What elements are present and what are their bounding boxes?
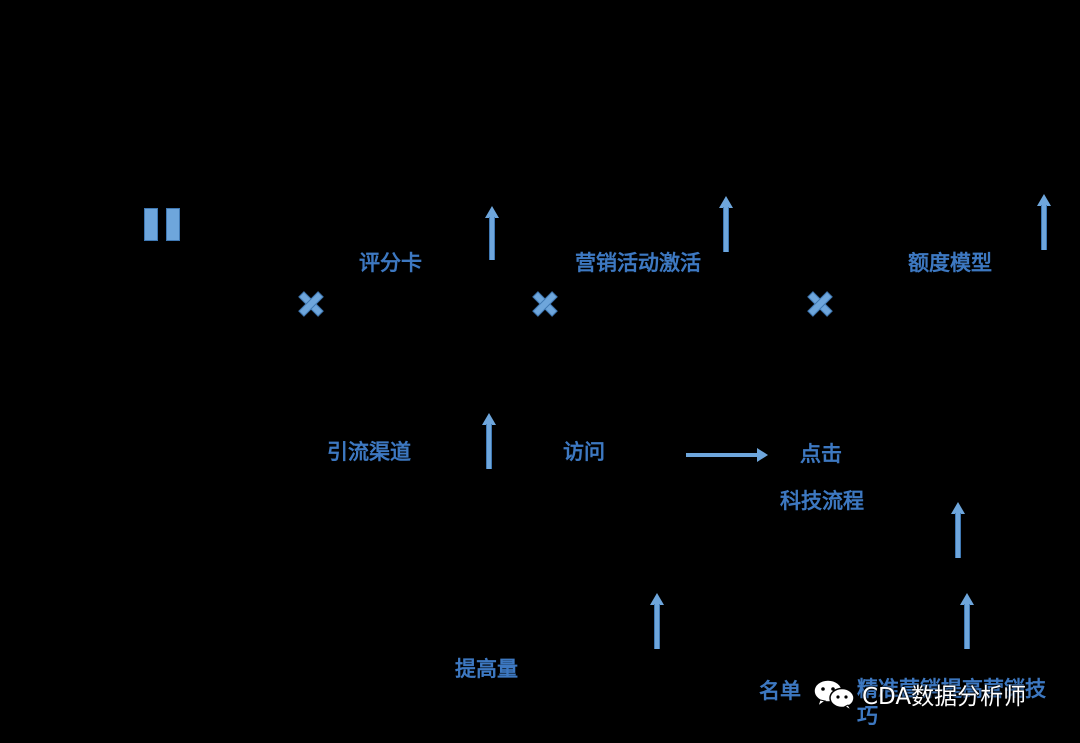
label-credit-model: 额度模型 bbox=[908, 251, 992, 275]
up-arrow-icon bbox=[951, 502, 965, 558]
equals-sign-icon bbox=[144, 208, 181, 241]
multiply-sign-icon bbox=[804, 288, 836, 320]
label-traffic-channel: 引流渠道 bbox=[327, 440, 411, 464]
wechat-icon bbox=[812, 677, 856, 711]
label-scorecard: 评分卡 bbox=[359, 251, 422, 275]
up-arrow-icon bbox=[650, 593, 664, 649]
up-arrow-icon bbox=[485, 206, 499, 260]
up-arrow-icon bbox=[960, 593, 974, 649]
label-visit: 访问 bbox=[563, 440, 605, 464]
multiply-sign-icon bbox=[295, 288, 327, 320]
label-precision-marketing-line2: 巧 bbox=[857, 704, 878, 728]
up-arrow-icon bbox=[719, 196, 733, 252]
multiply-sign-icon bbox=[529, 288, 561, 320]
watermark-text: CDA数据分析师 bbox=[862, 684, 1027, 710]
label-precision-marketing: 精准营销提高营销技 bbox=[857, 677, 1046, 701]
label-tech-process: 科技流程 bbox=[780, 489, 864, 513]
label-marketing-activation: 营销活动激活 bbox=[575, 251, 701, 275]
watermark: CDA数据分析师 bbox=[812, 676, 1026, 712]
label-list: 名单 bbox=[759, 679, 801, 703]
label-increase-volume: 提高量 bbox=[455, 657, 518, 681]
label-click: 点击 bbox=[800, 442, 842, 466]
right-arrow-icon bbox=[686, 448, 768, 462]
up-arrow-icon bbox=[1037, 194, 1051, 250]
up-arrow-icon bbox=[482, 413, 496, 469]
